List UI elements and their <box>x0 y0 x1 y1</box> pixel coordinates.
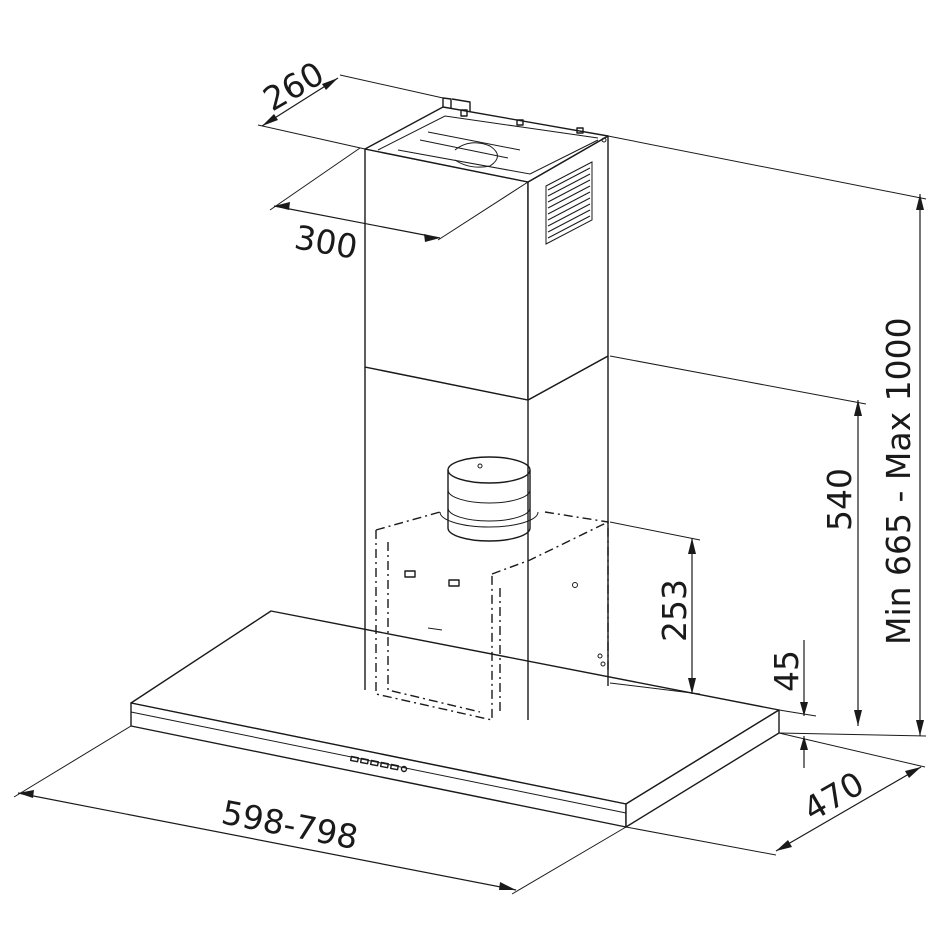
housing-clip <box>448 579 460 587</box>
vent-grille <box>545 161 593 245</box>
control-button <box>379 761 390 769</box>
control-panel <box>349 755 408 773</box>
upper-chimney <box>364 97 609 401</box>
air-outlet-collar <box>439 456 539 542</box>
label-canopy-width: 598-798 <box>218 793 361 858</box>
label-canopy-thickness: 45 <box>767 650 806 692</box>
control-button <box>389 763 400 771</box>
label-canopy-depth: 470 <box>797 764 871 829</box>
dim-line-598-798 <box>17 792 517 891</box>
housing-clip <box>404 570 416 578</box>
canopy <box>130 610 780 828</box>
control-button <box>369 759 380 767</box>
label-total-height: Min 665 - Max 1000 <box>879 317 918 645</box>
label-lower-chimney-height: 540 <box>820 468 859 531</box>
label-chimney-width: 300 <box>292 217 361 266</box>
control-button <box>359 757 370 765</box>
label-chimney-depth: 260 <box>257 54 331 119</box>
label-motor-housing-height: 253 <box>655 579 694 642</box>
dim-line-300 <box>273 205 441 239</box>
dim-line-470 <box>775 766 922 852</box>
upper-chimney-front <box>364 148 529 401</box>
extension-lines <box>13 74 927 895</box>
dimension-lines <box>17 77 924 891</box>
control-button <box>349 755 360 763</box>
indicator-light <box>400 765 408 773</box>
